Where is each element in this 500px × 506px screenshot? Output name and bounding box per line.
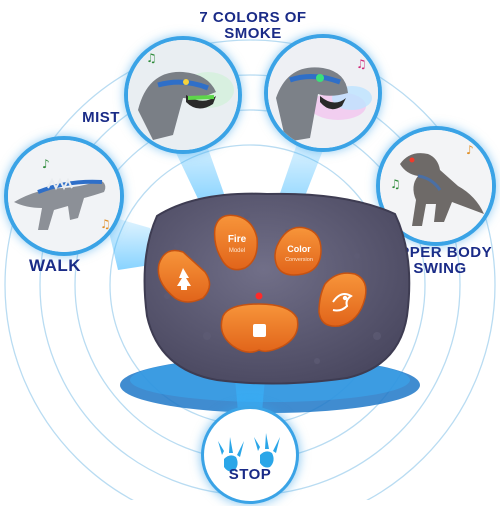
fire-model-sublabel: Model bbox=[229, 248, 245, 254]
raptor-smoke-icon: ♫ bbox=[268, 38, 378, 148]
mist-feature-image: ♫ bbox=[128, 40, 238, 150]
remote-control: Fire Model Color Conversion bbox=[143, 192, 411, 385]
square-icon bbox=[253, 324, 266, 337]
svg-text:♪: ♪ bbox=[42, 157, 50, 171]
walk-button[interactable] bbox=[157, 249, 211, 303]
stop-feature-image bbox=[204, 409, 296, 501]
walk-feature-image: ♪ ♫ bbox=[8, 140, 120, 252]
walk-label: WALK bbox=[28, 256, 82, 275]
stop-button[interactable] bbox=[220, 303, 299, 353]
svg-text:♫: ♫ bbox=[146, 51, 157, 65]
color-conversion-button[interactable]: Color Conversion bbox=[274, 226, 322, 276]
fire-model-label: Fire bbox=[228, 234, 247, 245]
dinosaur-footprints-icon bbox=[218, 433, 280, 472]
color-conversion-sublabel: Conversion bbox=[285, 257, 313, 263]
svg-text:♪: ♪ bbox=[466, 143, 474, 157]
color-conversion-label: Color bbox=[287, 244, 311, 254]
fire-model-button[interactable]: Fire Model bbox=[213, 214, 258, 271]
svg-text:♫: ♫ bbox=[100, 217, 111, 231]
stop-label: STOP bbox=[228, 466, 272, 483]
dinosaur-icon bbox=[332, 293, 353, 312]
smoke-label: 7 COLORS OF SMOKE bbox=[199, 9, 307, 42]
upper-body-swing-button[interactable] bbox=[318, 272, 367, 327]
svg-text:♫: ♫ bbox=[390, 177, 401, 191]
raptor-walk-icon: ♪ ♫ bbox=[8, 140, 120, 252]
smoke-feature-image: ♫ bbox=[268, 38, 378, 148]
mist-label: MIST bbox=[82, 109, 120, 126]
raptor-mist-icon: ♫ bbox=[128, 40, 238, 150]
power-indicator-light bbox=[255, 292, 263, 300]
tree-icon bbox=[177, 268, 191, 290]
svg-text:♫: ♫ bbox=[356, 57, 367, 71]
